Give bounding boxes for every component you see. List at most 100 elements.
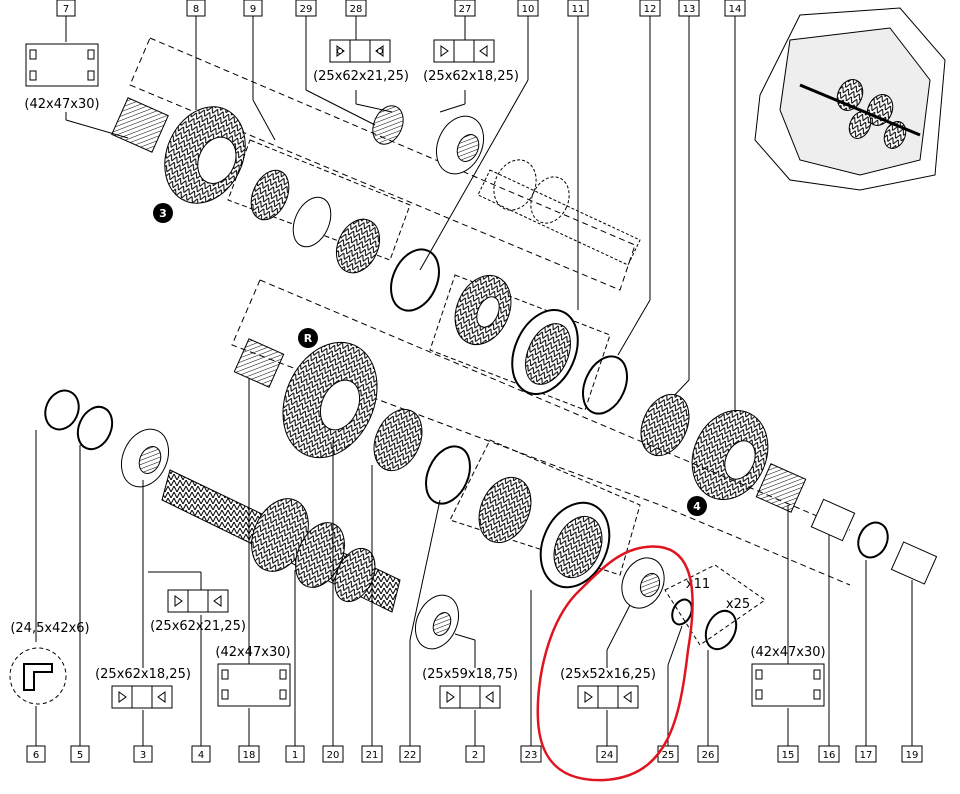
synchro-ring-13 bbox=[640, 393, 690, 457]
callout-4: 4 bbox=[191, 745, 211, 763]
middle-shaft-outline-top bbox=[259, 279, 851, 531]
ball-bearing-3 bbox=[120, 428, 170, 488]
synchro-hub-23 bbox=[478, 476, 611, 589]
ghost-shaft bbox=[477, 159, 641, 266]
circlip-12 bbox=[582, 355, 628, 415]
svg-text:7: 7 bbox=[63, 4, 69, 15]
callout-19: 19 bbox=[901, 745, 923, 763]
svg-text:16: 16 bbox=[823, 750, 836, 761]
svg-text:29: 29 bbox=[300, 4, 313, 15]
ball-bearing-symbol bbox=[433, 39, 495, 63]
gearbox-housing-thumbnail bbox=[754, 7, 946, 191]
gear-badge-3-label: 3 bbox=[159, 207, 167, 220]
gear-14 bbox=[691, 409, 769, 501]
ball-bearing-27 bbox=[435, 115, 485, 175]
oil-seal-6 bbox=[44, 389, 80, 431]
svg-text:15: 15 bbox=[782, 750, 795, 761]
svg-text:9: 9 bbox=[250, 4, 256, 15]
svg-text:19: 19 bbox=[906, 750, 919, 761]
circlip-kit-outline bbox=[664, 564, 766, 646]
dimension-2: (25x59x18,75) bbox=[422, 667, 518, 682]
needle-bearing-symbol bbox=[217, 663, 291, 707]
gear-badge-R-label: R bbox=[304, 332, 313, 345]
callout-5: 5 bbox=[70, 745, 90, 763]
svg-text:8: 8 bbox=[193, 4, 199, 15]
gear-8 bbox=[164, 106, 246, 204]
synchro-ring bbox=[250, 169, 381, 274]
svg-text:3: 3 bbox=[140, 750, 146, 761]
synchro-group-23-outline bbox=[449, 439, 641, 576]
callout-11: 11 bbox=[567, 0, 589, 17]
svg-text:25: 25 bbox=[662, 750, 675, 761]
callout-12: 12 bbox=[639, 0, 661, 17]
svg-text:6: 6 bbox=[33, 750, 39, 761]
needle-bearing-18 bbox=[233, 338, 285, 388]
callout-23: 23 bbox=[520, 745, 542, 763]
callout-9: 9 bbox=[243, 0, 263, 17]
callout-16: 16 bbox=[818, 745, 840, 763]
dimension-28: (25x62x21,25) bbox=[313, 69, 409, 84]
callout-24: 24 bbox=[596, 745, 618, 763]
callout-28: 28 bbox=[345, 0, 367, 17]
ball-bearing-2 bbox=[414, 594, 460, 650]
svg-text:18: 18 bbox=[243, 750, 256, 761]
quantity-26: x25 bbox=[726, 597, 750, 612]
svg-text:1: 1 bbox=[292, 750, 298, 761]
top-leaders bbox=[65, 16, 736, 425]
svg-text:17: 17 bbox=[860, 750, 873, 761]
callout-1: 1 bbox=[285, 745, 305, 763]
circlip-10 bbox=[390, 248, 440, 312]
seal-detail-circle bbox=[9, 647, 67, 705]
svg-text:24: 24 bbox=[601, 750, 614, 761]
top-callouts: 7 8 9 29 28 27 10 11 12 13 14 bbox=[56, 0, 746, 17]
callout-7: 7 bbox=[56, 0, 76, 17]
dimension-18: (42x47x30) bbox=[215, 645, 290, 660]
circlip-25 bbox=[671, 598, 693, 626]
needle-bearing-symbol bbox=[25, 43, 99, 87]
ball-bearing-24 bbox=[621, 557, 665, 609]
callout-14: 14 bbox=[724, 0, 746, 17]
svg-text:28: 28 bbox=[350, 4, 363, 15]
dimension-7: (42x47x30) bbox=[24, 97, 99, 112]
dimension-24: (25x52x16,25) bbox=[560, 667, 656, 682]
callout-21: 21 bbox=[361, 745, 383, 763]
ball-bearing-symbol bbox=[329, 39, 391, 63]
gear-badge-R bbox=[298, 328, 318, 348]
svg-text:20: 20 bbox=[327, 750, 340, 761]
gear-badge-4 bbox=[687, 496, 707, 516]
dimension-27: (25x62x18,25) bbox=[423, 69, 519, 84]
gear-badge-4-label: 4 bbox=[693, 500, 701, 513]
synchro-group-outline bbox=[227, 139, 411, 261]
bottom-leaders bbox=[35, 378, 913, 748]
primary-shaft-1 bbox=[161, 469, 401, 613]
bushing-19 bbox=[890, 541, 938, 585]
callout-22: 22 bbox=[399, 745, 421, 763]
ring-5 bbox=[76, 405, 114, 451]
svg-text:11: 11 bbox=[572, 4, 585, 15]
svg-text:10: 10 bbox=[522, 4, 535, 15]
dimension-4: (25x62x21,25) bbox=[150, 619, 246, 634]
clip-17 bbox=[857, 521, 889, 559]
callout-6: 6 bbox=[26, 745, 46, 763]
ball-bearing-symbol bbox=[167, 589, 229, 613]
callout-3: 3 bbox=[133, 745, 153, 763]
circlip-26 bbox=[704, 609, 738, 651]
callout-26: 26 bbox=[697, 745, 719, 763]
middle-shaft-outline bbox=[231, 279, 851, 586]
ball-bearing-symbol bbox=[111, 685, 173, 709]
svg-text:2: 2 bbox=[472, 750, 478, 761]
callout-15: 15 bbox=[777, 745, 799, 763]
callout-18: 18 bbox=[238, 745, 260, 763]
bottom-callouts: 6 5 3 4 18 1 20 21 22 2 23 24 25 26 15 1… bbox=[26, 745, 923, 763]
callout-17: 17 bbox=[855, 745, 877, 763]
svg-text:14: 14 bbox=[729, 4, 742, 15]
callout-8: 8 bbox=[186, 0, 206, 17]
upper-shaft-outline bbox=[129, 37, 636, 291]
callout-29: 29 bbox=[295, 0, 317, 17]
dimension-6: (24,5x42x6) bbox=[10, 621, 89, 636]
needle-bearing-7 bbox=[111, 97, 169, 153]
svg-text:5: 5 bbox=[77, 750, 83, 761]
dimension-3: (25x62x18,25) bbox=[95, 667, 191, 682]
synchro-hub-11 bbox=[454, 274, 579, 396]
